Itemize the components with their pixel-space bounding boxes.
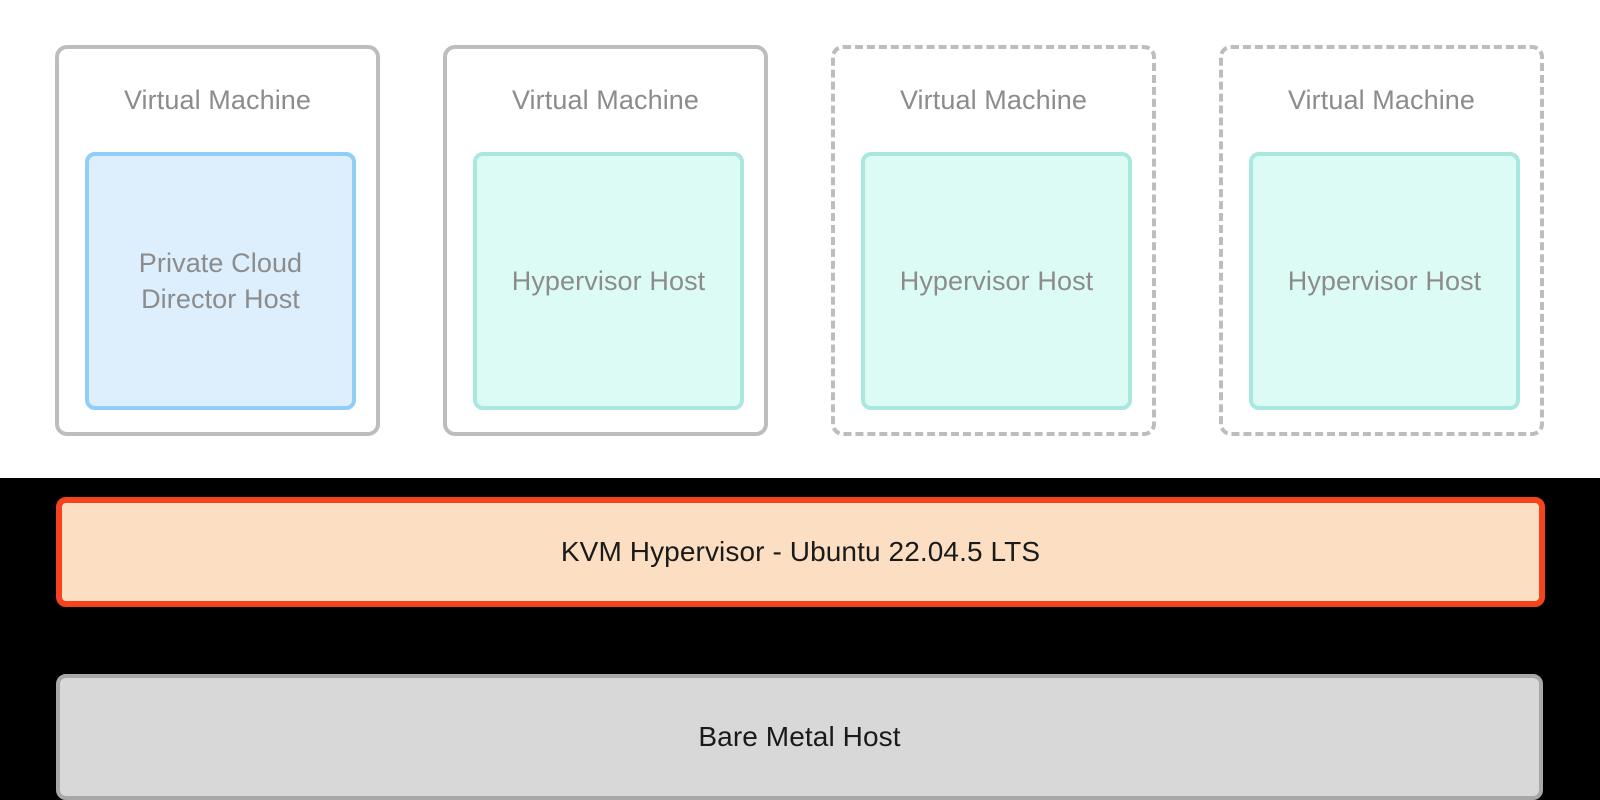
hypervisor-host-label-4: Hypervisor Host: [1287, 265, 1482, 296]
private-cloud-director-host-box[interactable]: Private Cloud Director Host: [85, 152, 356, 410]
virtual-machine-card-4-title: Virtual Machine: [1287, 85, 1476, 115]
virtual-machine-card-2-title: Virtual Machine: [511, 85, 700, 115]
hypervisor-host-label-2: Hypervisor Host: [511, 265, 706, 296]
kvm-hypervisor-layer[interactable]: KVM Hypervisor - Ubuntu 22.04.5 LTS: [56, 497, 1545, 607]
bare-metal-host-layer[interactable]: Bare Metal Host: [56, 674, 1543, 800]
virtual-machine-card-1[interactable]: Virtual Machine Private Cloud Director H…: [55, 45, 380, 436]
hypervisor-host-box-4[interactable]: Hypervisor Host: [1249, 152, 1520, 410]
host-label-line-2: Director Host: [141, 284, 300, 314]
hypervisor-host-box-2[interactable]: Hypervisor Host: [473, 152, 744, 410]
hypervisor-host-box-3[interactable]: Hypervisor Host: [861, 152, 1132, 410]
virtual-machine-card-2[interactable]: Virtual Machine Hypervisor Host: [443, 45, 768, 436]
hypervisor-host-label-3: Hypervisor Host: [899, 265, 1094, 296]
bare-metal-host-label: Bare Metal Host: [698, 721, 901, 752]
virtual-machine-row: Virtual Machine Private Cloud Director H…: [55, 45, 1544, 436]
virtual-machine-card-4[interactable]: Virtual Machine Hypervisor Host: [1219, 45, 1544, 436]
virtual-machine-card-3-title: Virtual Machine: [899, 85, 1088, 115]
virtual-machine-card-1-title: Virtual Machine: [123, 85, 312, 115]
virtual-machine-card-3[interactable]: Virtual Machine Hypervisor Host: [831, 45, 1156, 436]
host-label-line-1: Private Cloud: [138, 247, 303, 278]
kvm-hypervisor-label: KVM Hypervisor - Ubuntu 22.04.5 LTS: [560, 536, 1041, 567]
virtual-machine-layer-band: Virtual Machine Private Cloud Director H…: [0, 0, 1600, 478]
private-cloud-director-host-label: Private Cloud Director Host: [139, 245, 302, 318]
